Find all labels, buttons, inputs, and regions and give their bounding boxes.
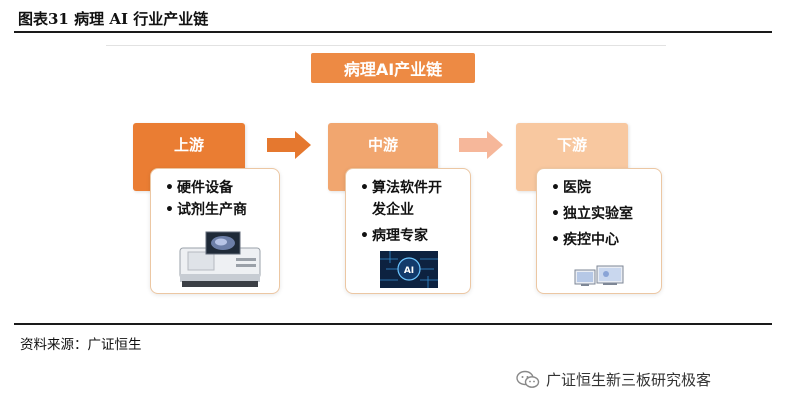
list-item: •硬件设备 bbox=[165, 180, 233, 196]
arrow-right-icon bbox=[267, 131, 311, 159]
watermark: 广证恒生新三板研究极客 bbox=[516, 369, 711, 390]
downstream-box: •医院 •独立实验室 •疾控中心 bbox=[536, 168, 662, 294]
list-item: •算法软件开 bbox=[360, 180, 442, 196]
ai-chip-image: AI bbox=[380, 251, 438, 288]
top-rule bbox=[14, 31, 772, 33]
list-item-continuation: 发企业 bbox=[372, 202, 414, 218]
arrow-right-icon bbox=[459, 131, 503, 159]
figure-title: 图表31 病理 AI 行业产业链 bbox=[18, 10, 209, 28]
upstream-label: 上游 bbox=[173, 136, 204, 154]
midstream-label: 中游 bbox=[367, 136, 398, 154]
wechat-icon bbox=[516, 370, 540, 388]
downstream-label: 下游 bbox=[556, 136, 587, 154]
scanner-device-image bbox=[179, 231, 261, 287]
bottom-rule bbox=[14, 323, 772, 325]
chain-title: 病理AI产业链 bbox=[311, 53, 475, 83]
list-item: •疾控中心 bbox=[551, 232, 619, 248]
list-item: •病理专家 bbox=[360, 228, 428, 244]
source-note: 资料来源：广证恒生 bbox=[20, 337, 142, 353]
ai-chip-label: AI bbox=[404, 266, 414, 276]
thin-divider bbox=[106, 45, 666, 46]
list-item: •医院 bbox=[551, 180, 591, 196]
list-item: •独立实验室 bbox=[551, 206, 633, 222]
watermark-text: 广证恒生新三板研究极客 bbox=[546, 371, 712, 389]
list-item: •试剂生产商 bbox=[165, 202, 247, 218]
computer-screens-image bbox=[574, 265, 624, 286]
